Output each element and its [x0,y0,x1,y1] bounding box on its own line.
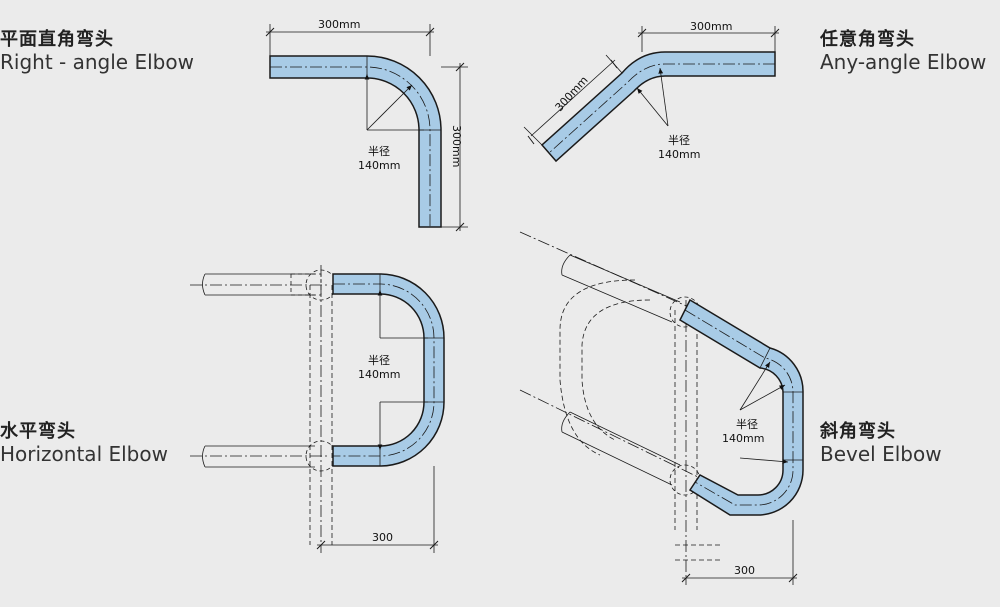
horizontal-elbow-title-zh: 水平弯头 [0,421,76,442]
horizontal-elbow-title-en: Horizontal Elbow [0,441,168,466]
any-angle-pipe [540,51,776,163]
right-angle-radius-label: 半径 [368,144,390,158]
any-angle-elbow-title-en: Any-angle Elbow [820,49,987,74]
horizontal-radius-value: 140mm [358,368,400,381]
bevel-elbow-title-zh: 斜角弯头 [820,421,896,442]
right-angle-elbow-title-en: Right - angle Elbow [0,49,194,74]
any-angle-centerline [548,63,775,154]
any-angle-width-label: 300mm [690,20,732,33]
right-angle-elbow-drawing: 300mm 300mm 半径 140mm [265,18,468,232]
bevel-elbow-drawing: 半径 140mm 300 [519,231,804,585]
right-angle-elbow-title-zh: 平面直角弯头 [0,29,114,50]
right-angle-pipe [269,55,442,228]
right-angle-height-label: 300mm [450,125,463,167]
bevel-elbow-title: 斜角弯头 Bevel Elbow [820,421,942,466]
bevel-radius-label: 半径 [736,417,758,431]
right-angle-width-label: 300mm [318,18,360,31]
any-angle-elbow-title-zh: 任意角弯头 [820,29,915,50]
horizontal-elbow-drawing: 半径 140mm 300 [190,265,445,553]
bevel-bottom-label: 300 [734,564,755,577]
right-angle-elbow-title: 平面直角弯头 Right - angle Elbow [0,29,194,74]
bevel-radius-value: 140mm [722,432,764,445]
any-angle-radius-label: 半径 [668,133,690,147]
bevel-elbow-title-en: Bevel Elbow [820,441,942,466]
any-angle-elbow-title: 任意角弯头 Any-angle Elbow [820,29,987,74]
any-angle-radius-value: 140mm [658,148,700,161]
bevel-pipe [679,298,804,516]
any-angle-elbow-drawing: 300mm 300mm 半径 140mm [523,20,780,163]
horizontal-bottom-label: 300 [372,531,393,544]
right-angle-radius-value: 140mm [358,159,400,172]
horizontal-radius-label: 半径 [368,353,390,367]
horizontal-elbow-title: 水平弯头 Horizontal Elbow [0,421,168,466]
